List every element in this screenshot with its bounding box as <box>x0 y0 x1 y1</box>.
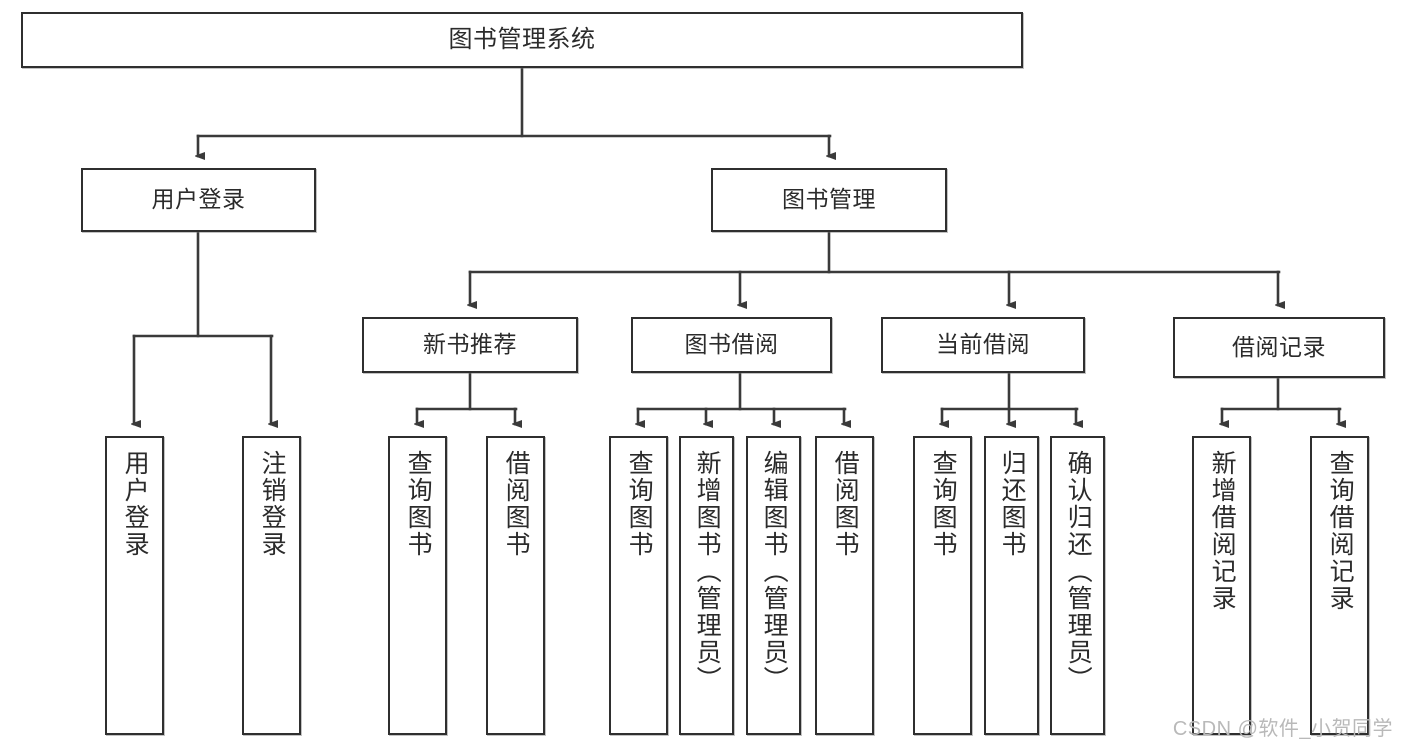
leaf-user-login[interactable]: 用户登录 <box>105 436 164 735</box>
leaf-borrow-borrow-book[interactable]: 借阅图书 <box>815 436 874 735</box>
leaf-record-query-borrow-record[interactable]: 查询借阅记录 <box>1310 436 1369 735</box>
node-label: 确认归还（管理员） <box>1064 450 1093 693</box>
node-label: 借阅图书 <box>831 450 860 558</box>
node-new-book-recommend[interactable]: 新书推荐 <box>362 317 578 373</box>
node-book-borrow[interactable]: 图书借阅 <box>631 317 832 373</box>
node-label: 新增图书（管理员） <box>693 450 722 693</box>
node-current-borrow[interactable]: 当前借阅 <box>881 317 1085 373</box>
node-label: 查询图书 <box>625 450 654 558</box>
node-label: 编辑图书（管理员） <box>760 450 789 693</box>
node-borrow-record[interactable]: 借阅记录 <box>1173 317 1385 378</box>
leaf-current-query-book[interactable]: 查询图书 <box>913 436 972 735</box>
node-label: 新增借阅记录 <box>1208 450 1237 612</box>
node-label: 用户登录 <box>121 450 150 558</box>
node-label: 借阅图书 <box>502 450 531 558</box>
node-label: 新书推荐 <box>423 331 517 358</box>
leaf-new-book-query[interactable]: 查询图书 <box>388 436 447 735</box>
leaf-borrow-add-book-admin[interactable]: 新增图书（管理员） <box>679 436 734 735</box>
node-book-management[interactable]: 图书管理 <box>711 168 947 232</box>
leaf-record-add-borrow-record[interactable]: 新增借阅记录 <box>1192 436 1251 735</box>
node-root-system[interactable]: 图书管理系统 <box>21 12 1023 68</box>
leaf-current-return-book[interactable]: 归还图书 <box>984 436 1039 735</box>
node-label: 归还图书 <box>998 450 1027 558</box>
node-label: 用户登录 <box>151 186 246 213</box>
leaf-user-logout[interactable]: 注销登录 <box>242 436 301 735</box>
node-label: 查询图书 <box>404 450 433 558</box>
node-label: 查询图书 <box>929 450 958 558</box>
node-user-login[interactable]: 用户登录 <box>81 168 316 232</box>
node-label: 注销登录 <box>258 450 287 558</box>
leaf-borrow-query-book[interactable]: 查询图书 <box>609 436 668 735</box>
leaf-new-book-borrow[interactable]: 借阅图书 <box>486 436 545 735</box>
node-label: 图书借阅 <box>684 331 779 358</box>
node-label: 图书管理 <box>782 186 876 213</box>
leaf-current-confirm-return-admin[interactable]: 确认归还（管理员） <box>1050 436 1105 735</box>
node-label: 当前借阅 <box>936 331 1030 358</box>
node-label: 图书管理系统 <box>448 25 596 53</box>
leaf-borrow-edit-book-admin[interactable]: 编辑图书（管理员） <box>746 436 801 735</box>
node-label: 查询借阅记录 <box>1326 450 1355 612</box>
node-label: 借阅记录 <box>1232 333 1326 360</box>
